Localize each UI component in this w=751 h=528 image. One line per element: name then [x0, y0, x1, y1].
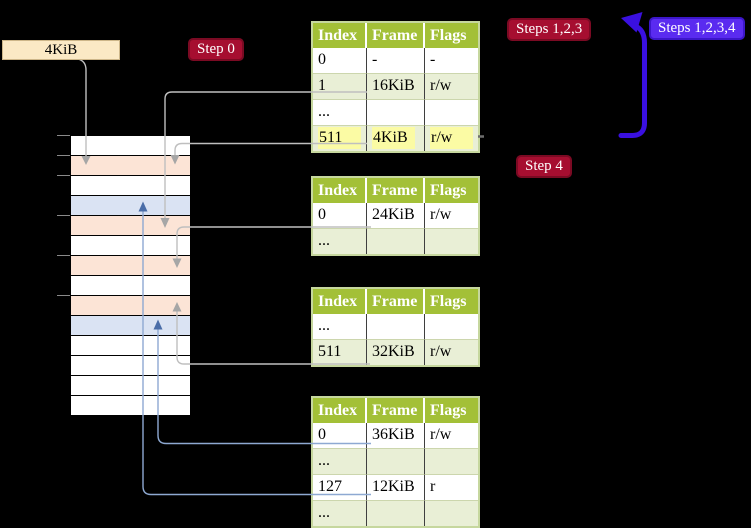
memory-row-orange [71, 256, 190, 276]
cell [425, 229, 478, 254]
column-header: Frame [367, 23, 425, 48]
cell: 36KiB [367, 423, 425, 449]
memory-tick [57, 255, 70, 256]
cell: r/w [425, 126, 478, 151]
cell: - [367, 48, 425, 74]
table-row: 0 36KiB r/w [313, 423, 478, 449]
memory-row-white [71, 176, 190, 196]
badge-steps-1-2-3: Steps 1,2,3 [507, 18, 592, 41]
badge-step-0: Step 0 [188, 38, 244, 61]
table-row: 0 24KiB r/w [313, 203, 478, 229]
cell: 4KiB [367, 126, 425, 151]
memory-tick [57, 295, 70, 296]
cell: 0 [313, 423, 367, 449]
page-table-4: Index Frame Flags 0 36KiB r/w ... 127 12… [311, 396, 480, 528]
cell: 511 [313, 126, 367, 151]
table-row: 511 32KiB r/w [313, 340, 478, 365]
cell [425, 100, 478, 126]
memory-tick [57, 155, 70, 156]
cell: ... [313, 229, 367, 254]
cell: 511 [313, 340, 367, 365]
column-header: Frame [367, 398, 425, 423]
column-header: Index [313, 398, 367, 423]
table-row: 1 16KiB r/w [313, 74, 478, 100]
cell: 1 [313, 74, 367, 100]
cell: r/w [425, 203, 478, 229]
steps-loop-arrow [618, 12, 647, 138]
cell: r/w [425, 423, 478, 449]
cell: 24KiB [367, 203, 425, 229]
cell [367, 229, 425, 254]
cell: ... [313, 100, 367, 126]
cell: 12KiB [367, 475, 425, 501]
memory-row-white [71, 236, 190, 256]
cell [367, 100, 425, 126]
cell: 32KiB [367, 340, 425, 365]
table-row: ... [313, 314, 478, 340]
cell [367, 449, 425, 475]
cell: ... [313, 449, 367, 475]
memory-tick [57, 175, 70, 176]
page-table-2: Index Frame Flags 0 24KiB r/w ... [311, 176, 480, 256]
cell: - [425, 48, 478, 74]
badge-steps-1-2-3-4: Steps 1,2,3,4 [649, 17, 745, 40]
cell: r/w [425, 340, 478, 365]
cell: ... [313, 501, 367, 526]
column-header: Flags [425, 23, 478, 48]
cell [367, 501, 425, 526]
cell [367, 314, 425, 340]
cell: r [425, 475, 478, 501]
memory-row-orange [71, 156, 190, 176]
column-header: Flags [425, 178, 478, 203]
cell [425, 449, 478, 475]
page-table-1: Index Frame Flags 0 - - 1 16KiB r/w ... … [311, 21, 480, 153]
cell: 0 [313, 48, 367, 74]
column-header: Flags [425, 289, 478, 314]
cell [425, 314, 478, 340]
column-header: Index [313, 289, 367, 314]
table-row: ... [313, 449, 478, 475]
cell: r/w [425, 74, 478, 100]
column-header: Frame [367, 178, 425, 203]
memory-row-orange [71, 296, 190, 316]
cell: 16KiB [367, 74, 425, 100]
column-header: Index [313, 178, 367, 203]
badge-step-4: Step 4 [516, 155, 572, 178]
highlighted-value: 511 [318, 127, 361, 149]
memory-row-blue [71, 196, 190, 216]
column-header: Flags [425, 398, 478, 423]
highlighted-value: r/w [430, 127, 473, 149]
cell: ... [313, 314, 367, 340]
cell [425, 501, 478, 526]
page-table-3: Index Frame Flags ... 511 32KiB r/w [311, 287, 480, 367]
memory-row-white [71, 376, 190, 396]
table-row: ... [313, 100, 478, 126]
memory-row-white [71, 276, 190, 296]
table-row: 0 - - [313, 48, 478, 74]
memory-row-white [71, 136, 190, 156]
highlighted-value: 4KiB [372, 127, 415, 149]
table-row: ... [313, 501, 478, 526]
memory-row-white [71, 336, 190, 356]
cell: 127 [313, 475, 367, 501]
column-header: Frame [367, 289, 425, 314]
column-header: Index [313, 23, 367, 48]
table-row: 127 12KiB r [313, 475, 478, 501]
table-row-highlighted: 511 4KiB r/w [313, 126, 478, 151]
memory-row-white [71, 396, 190, 415]
arrowhead-upleft-icon [621, 12, 643, 33]
table-row: ... [313, 229, 478, 254]
cell: 0 [313, 203, 367, 229]
memory-row-orange [71, 216, 190, 236]
physical-memory [70, 135, 191, 416]
memory-row-blue [71, 316, 190, 336]
memory-tick [57, 215, 70, 216]
memory-tick [57, 135, 70, 136]
page-size-label: 4KiB [2, 40, 120, 60]
memory-row-white [71, 356, 190, 376]
